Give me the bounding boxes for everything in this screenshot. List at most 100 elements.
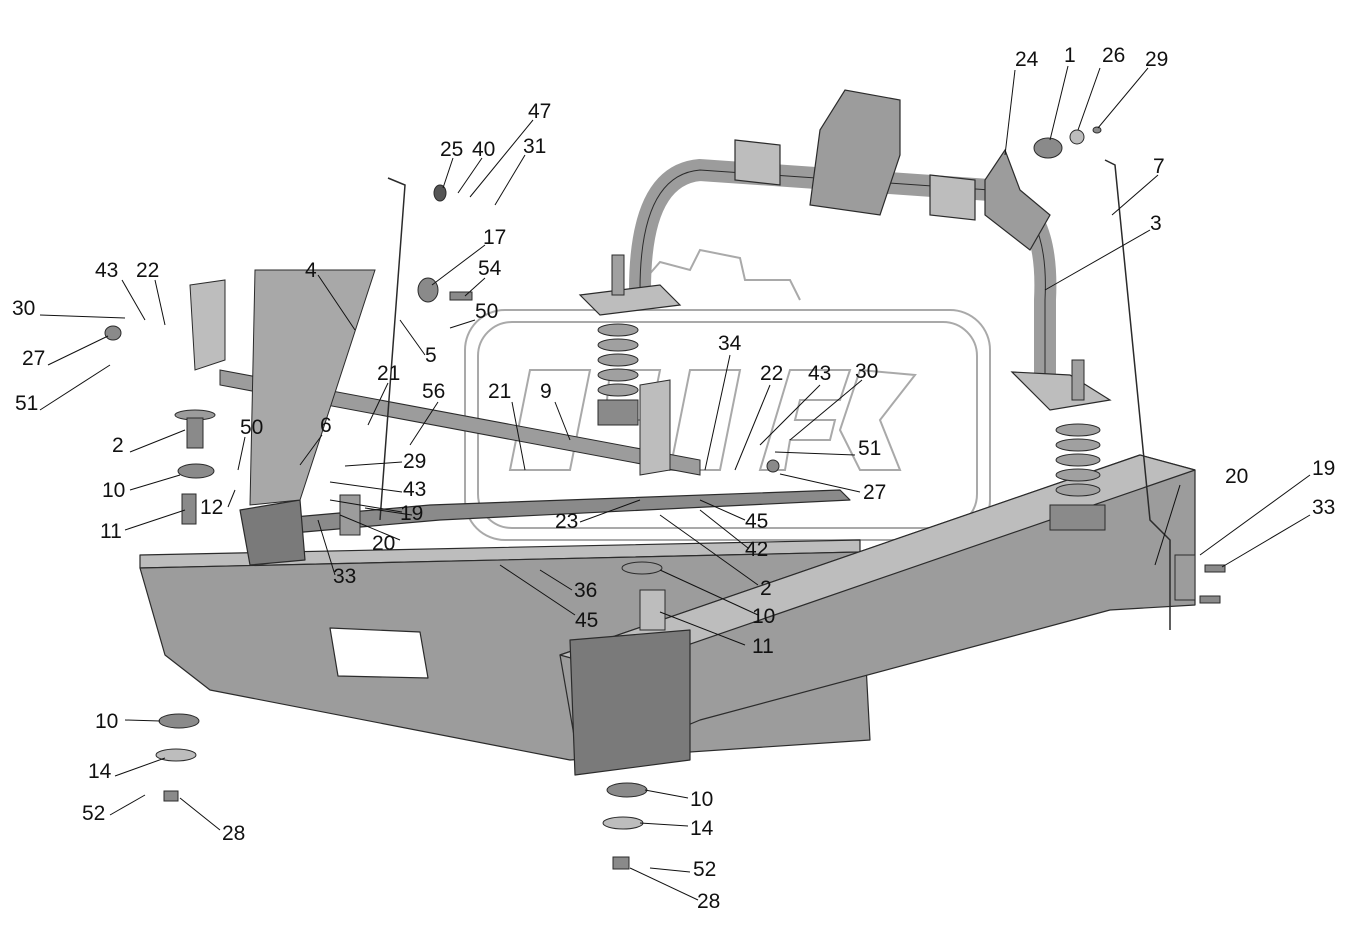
callout-26: 26 bbox=[1102, 44, 1125, 67]
leader-42 bbox=[699, 509, 749, 549]
callout-20: 20 bbox=[1225, 465, 1248, 488]
spring-right-rod bbox=[1071, 359, 1085, 401]
leader-43-mid bbox=[329, 481, 403, 493]
callout-17: 17 bbox=[483, 226, 506, 249]
leader-30-left bbox=[39, 314, 126, 319]
callout-45b: 45 bbox=[575, 609, 598, 632]
leader-43-left bbox=[121, 279, 146, 321]
spring-right-coil-2 bbox=[1055, 438, 1101, 452]
callout-33: 33 bbox=[1312, 496, 1335, 519]
washer-14-bottom-left bbox=[155, 748, 197, 762]
cup-10-bottom-right bbox=[606, 782, 648, 798]
callout-45: 45 bbox=[745, 510, 768, 533]
nut-27-right bbox=[766, 459, 780, 473]
leader-24 bbox=[1004, 69, 1016, 156]
leader-34 bbox=[704, 354, 731, 471]
callout-11: 11 bbox=[100, 520, 122, 543]
leader-2-center bbox=[659, 514, 759, 586]
hoop-foot-right bbox=[1010, 371, 1112, 411]
leader-30-right bbox=[789, 379, 863, 441]
torsion-shaft bbox=[174, 269, 701, 575]
leader-1 bbox=[1049, 65, 1069, 141]
spring-right-coil-3 bbox=[1055, 453, 1101, 467]
leader-10-left bbox=[129, 474, 181, 491]
callout-11b: 11 bbox=[752, 635, 774, 658]
leader-22-right bbox=[734, 384, 771, 471]
callout-19: 19 bbox=[1312, 457, 1335, 480]
leader-11-center bbox=[659, 611, 746, 646]
left-pin bbox=[186, 417, 204, 449]
callout-6: 6 bbox=[320, 414, 332, 437]
leader-23 bbox=[579, 499, 641, 523]
leader-14-bottom-left bbox=[114, 757, 166, 777]
leader-20-right bbox=[1154, 484, 1181, 566]
shaft-body bbox=[219, 369, 701, 476]
leader-50-top bbox=[449, 319, 476, 329]
bolt-29 bbox=[1092, 126, 1102, 134]
callout-5: 5 bbox=[425, 344, 437, 367]
callout-51: 51 bbox=[15, 392, 38, 415]
hoop-side-bracket bbox=[984, 148, 1051, 251]
leader-21-left bbox=[367, 382, 389, 426]
callout-21b: 21 bbox=[488, 380, 511, 403]
leader-45-left bbox=[499, 564, 576, 616]
leader-20-left bbox=[339, 514, 401, 541]
callout-27b: 27 bbox=[863, 481, 886, 504]
leader-52-bottom-left bbox=[109, 794, 146, 816]
bolt-33-lower bbox=[1199, 595, 1221, 604]
leader-5 bbox=[399, 319, 426, 356]
callout-52b: 52 bbox=[693, 858, 716, 881]
hinge-plate-19-right bbox=[1174, 554, 1196, 601]
leader-20-mid bbox=[329, 499, 403, 513]
callout-22: 22 bbox=[136, 259, 159, 282]
callout-43: 43 bbox=[95, 259, 118, 282]
callout-10d: 10 bbox=[690, 788, 713, 811]
bolt-33-upper bbox=[1204, 564, 1226, 573]
nut-28-bottom-left bbox=[163, 790, 179, 802]
spring-left-coil-2 bbox=[597, 338, 639, 352]
leader-19-right bbox=[1199, 474, 1311, 556]
callout-1: 1 bbox=[1064, 44, 1076, 67]
callout-56: 56 bbox=[422, 380, 445, 403]
callout-34: 34 bbox=[718, 332, 742, 355]
callout-28: 28 bbox=[222, 822, 245, 845]
loose-parts bbox=[104, 126, 1226, 870]
callout-10: 10 bbox=[102, 479, 125, 502]
lever-arm bbox=[249, 269, 376, 506]
leader-27-right bbox=[779, 473, 861, 493]
hinge-plate-19-left bbox=[339, 494, 361, 536]
spring-right-coil-4 bbox=[1055, 468, 1101, 482]
callout-labels: 24 1 26 29 7 3 47 25 40 31 17 54 50 43 2… bbox=[12, 44, 1335, 913]
leader-43-right bbox=[759, 384, 821, 446]
leader-2-left bbox=[129, 429, 186, 453]
callout-40: 40 bbox=[472, 138, 495, 161]
callout-12: 12 bbox=[200, 496, 223, 519]
leader-25 bbox=[442, 157, 454, 189]
leader-29-top bbox=[1097, 67, 1149, 129]
callout-51b: 51 bbox=[858, 437, 881, 460]
callout-10b: 10 bbox=[752, 605, 775, 628]
leader-6 bbox=[299, 434, 323, 466]
callout-3: 3 bbox=[1150, 212, 1162, 235]
spring-right-base bbox=[1049, 504, 1106, 531]
leader-45-right bbox=[699, 499, 746, 521]
callout-28b: 28 bbox=[697, 890, 720, 913]
pin-54 bbox=[449, 291, 473, 301]
leader-50-mid bbox=[237, 436, 246, 471]
leader-51-left bbox=[39, 364, 111, 411]
leader-28-bottom-right bbox=[629, 867, 699, 901]
callout-4: 4 bbox=[305, 259, 317, 282]
callout-7: 7 bbox=[1153, 155, 1165, 178]
callout-29b: 29 bbox=[403, 450, 426, 473]
callout-10c: 10 bbox=[95, 710, 118, 733]
hoop-bracket-right bbox=[929, 174, 976, 221]
callout-50: 50 bbox=[475, 300, 498, 323]
leader-40 bbox=[457, 157, 483, 194]
callout-24: 24 bbox=[1015, 48, 1039, 71]
base-frame bbox=[139, 454, 1196, 776]
pin-11-left bbox=[181, 493, 197, 525]
leader-17 bbox=[431, 244, 486, 286]
leader-12 bbox=[227, 489, 236, 508]
spring-right-coil-5 bbox=[1055, 483, 1101, 497]
